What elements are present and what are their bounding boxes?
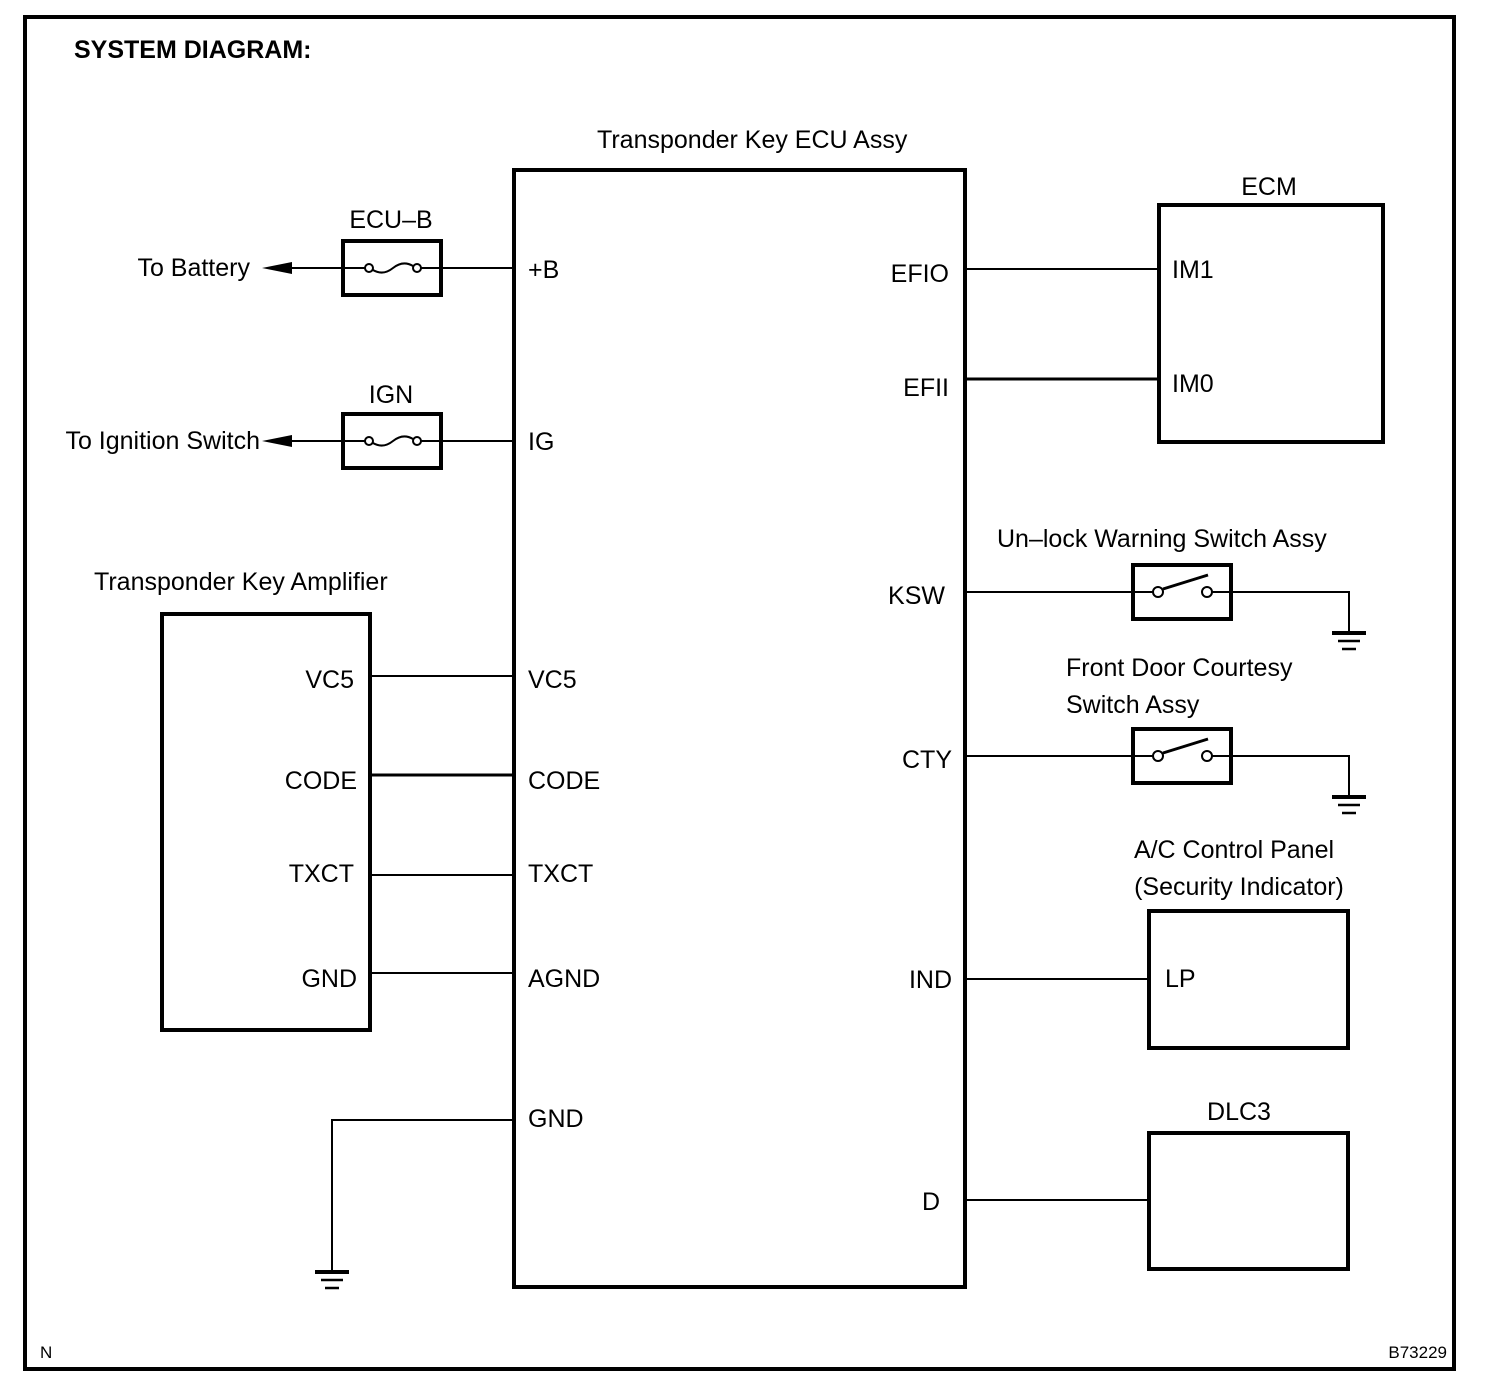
ecu-box: [512, 168, 967, 1289]
ecu-pin-code: CODE: [528, 767, 600, 795]
ecu-pin-efii: EFII: [903, 374, 949, 402]
dlc3-box: [1147, 1131, 1350, 1271]
amp-pin-txct: TXCT: [289, 860, 354, 888]
diagram-frame: [23, 15, 1456, 1371]
to-battery-label: To Battery: [137, 254, 250, 282]
ecu-pin-d: D: [922, 1188, 940, 1216]
wire-ksw-ground: [1212, 591, 1350, 632]
ecm-box: [1157, 203, 1385, 444]
amplifier-label: Transponder Key Amplifier: [94, 568, 388, 596]
fuse-ign-label: IGN: [369, 381, 413, 409]
amp-pin-vc5: VC5: [305, 666, 354, 694]
unlock-switch-label: Un–lock Warning Switch Assy: [997, 525, 1327, 553]
ecu-pin-b: +B: [528, 256, 559, 284]
ecm-pin-im0: IM0: [1172, 370, 1214, 398]
to-ignition-label: To Ignition Switch: [65, 427, 260, 455]
ecu-pin-efio: EFIO: [891, 260, 949, 288]
ecm-pin-im1: IM1: [1172, 256, 1214, 284]
amplifier-box: [160, 612, 372, 1032]
door-switch-label-1: Front Door Courtesy: [1066, 654, 1293, 682]
figure-id: B73229: [1388, 1343, 1447, 1362]
switch-icon: [1152, 573, 1213, 598]
arrow-left-icon: [262, 435, 292, 447]
fuse-ecub-label: ECU–B: [349, 206, 432, 234]
fuse-icon: [364, 435, 422, 447]
wire-cty-ground: [1212, 755, 1350, 796]
arrow-left-icon: [262, 262, 292, 274]
ground-icon: [1332, 795, 1366, 815]
amp-pin-code: CODE: [285, 767, 357, 795]
ecu-pin-ind: IND: [909, 966, 952, 994]
ecu-pin-vc5: VC5: [528, 666, 577, 694]
ground-icon: [315, 1270, 349, 1290]
amp-pin-gnd: GND: [301, 965, 357, 993]
ground-icon: [1332, 631, 1366, 651]
ecu-pin-gnd: GND: [528, 1105, 584, 1133]
diagram-title: SYSTEM DIAGRAM:: [74, 36, 312, 64]
ecu-pin-agnd: AGND: [528, 965, 600, 993]
ac-panel-label-2: (Security Indicator): [1134, 873, 1344, 901]
ecu-pin-ksw: KSW: [888, 582, 945, 610]
ecu-pin-cty: CTY: [902, 746, 952, 774]
ecu-pin-ig: IG: [528, 428, 554, 456]
ac-panel-label-1: A/C Control Panel: [1134, 836, 1334, 864]
dlc3-label: DLC3: [1207, 1098, 1271, 1126]
ecu-pin-txct: TXCT: [528, 860, 593, 888]
door-switch-label-2: Switch Assy: [1066, 691, 1200, 719]
switch-icon: [1152, 737, 1213, 762]
wire-gnd: [331, 1119, 514, 1272]
ecu-label: Transponder Key ECU Assy: [597, 126, 908, 154]
ecm-label: ECM: [1241, 173, 1297, 201]
ac-panel-pin-lp: LP: [1165, 965, 1196, 993]
footer-left-mark: N: [40, 1343, 52, 1362]
fuse-icon: [364, 262, 422, 274]
